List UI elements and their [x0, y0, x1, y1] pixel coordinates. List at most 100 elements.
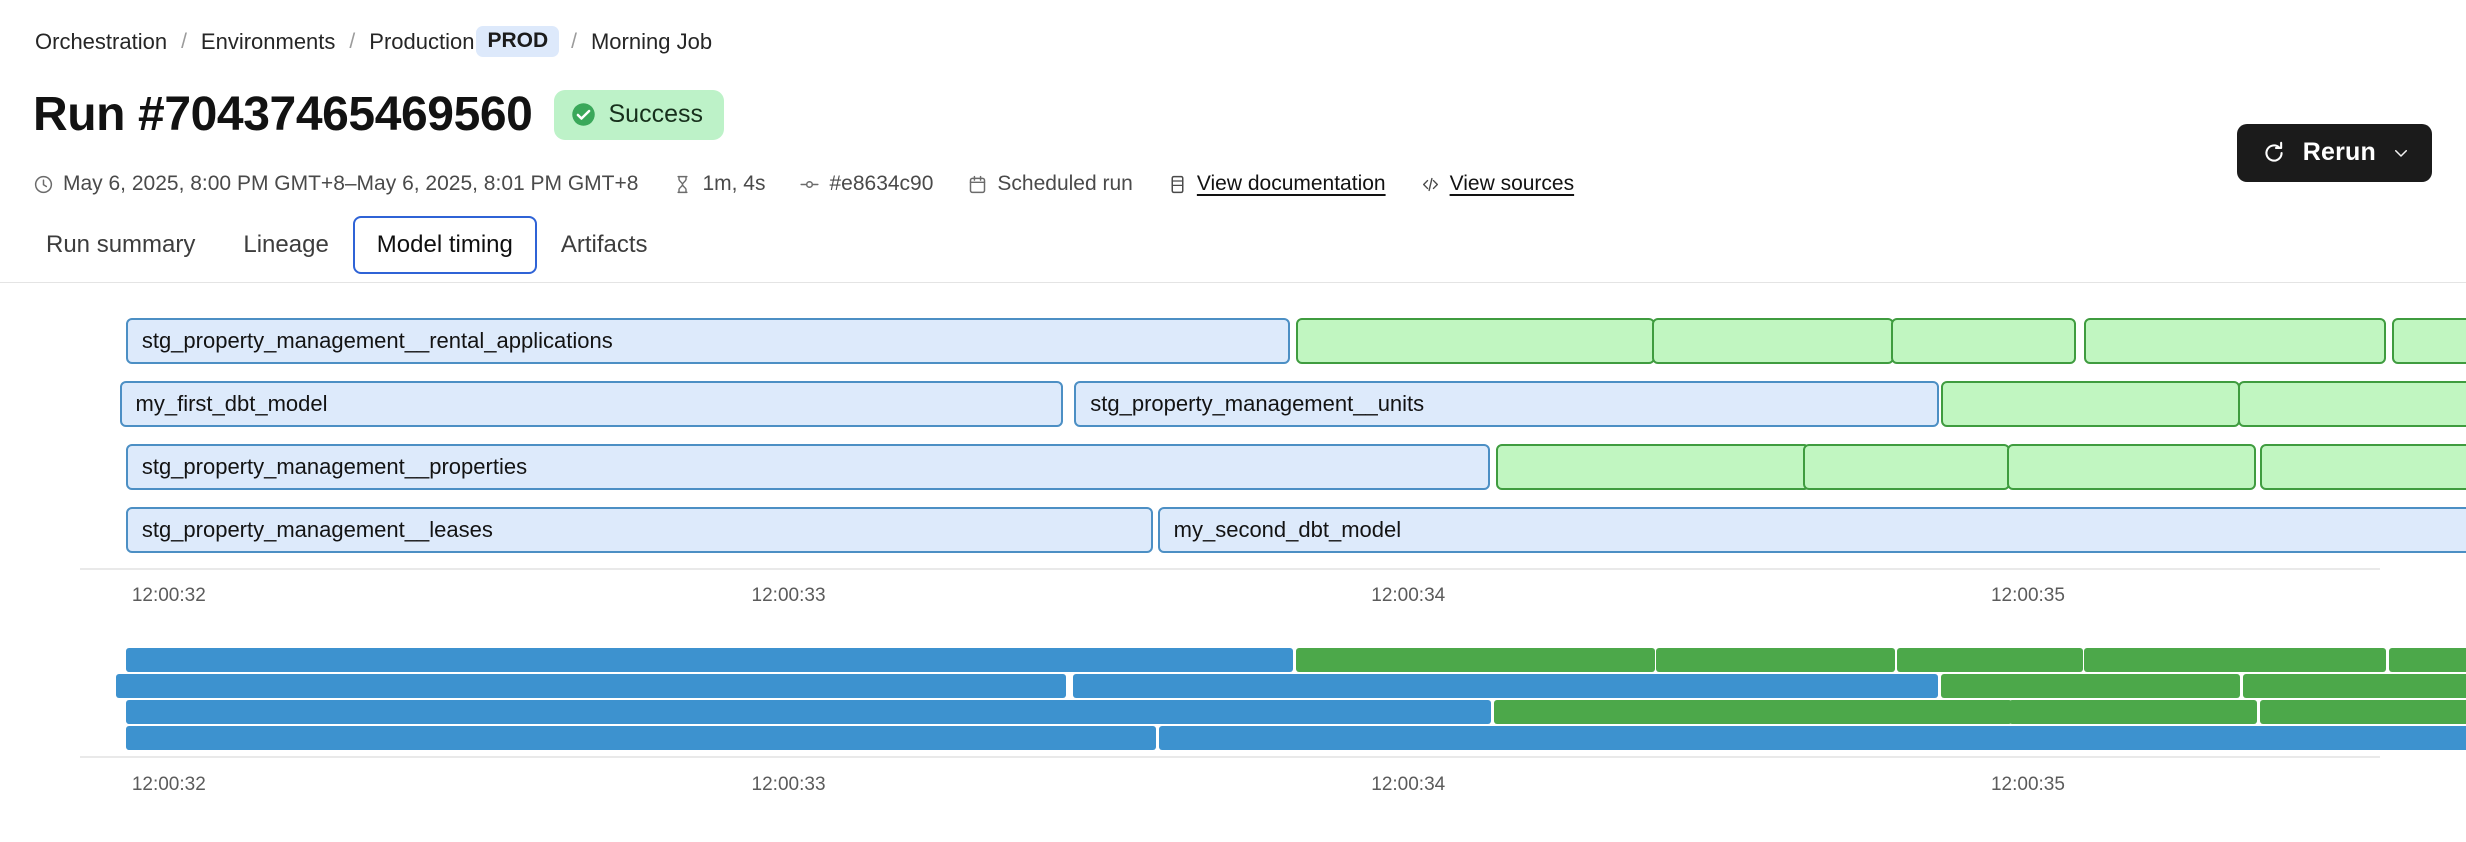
gantt-bar-test[interactable]	[2084, 318, 2387, 364]
meta-duration: 1m, 4s	[672, 172, 765, 196]
commit-icon	[800, 180, 820, 188]
status-badge-label: Success	[608, 100, 703, 128]
meta-time-range-label: May 6, 2025, 8:00 PM GMT+8–May 6, 2025, …	[63, 172, 639, 195]
meta-commit-label: #e8634c90	[829, 172, 934, 195]
minimap-bar[interactable]	[1656, 648, 1896, 672]
gantt-bar-stg_property_management__units[interactable]: stg_property_management__units	[1074, 381, 1940, 427]
gantt-row: stg_property_management__propertiesfct_l…	[0, 444, 2466, 490]
gantt-bar-stg_property_management__rental_applications[interactable]: stg_property_management__rental_applicat…	[125, 318, 1290, 364]
breadcrumb-separator: /	[571, 29, 577, 53]
minimap-bar[interactable]	[125, 726, 1157, 750]
gantt-bar-label: stg_property_management__rental_applicat…	[141, 328, 613, 353]
minimap-bar[interactable]	[2008, 700, 2258, 724]
axis-tick-label: 12:00:34	[1371, 774, 1446, 795]
code-icon	[1422, 177, 1438, 191]
axis-tick-label: 12:00:32	[131, 774, 206, 795]
minimap-row	[0, 674, 2466, 698]
meta-docs[interactable]: View documentation	[1167, 172, 1386, 196]
tab-bar: Run summary Lineage Model timing Artifac…	[22, 216, 672, 274]
minimap-bar[interactable]	[1940, 674, 2240, 698]
gantt-row: stg_property_management__rental_applicat…	[0, 318, 2466, 364]
gantt-bar-label: stg_property_management__properties	[141, 454, 528, 479]
check-circle-icon	[572, 103, 596, 126]
gantt-bar-test[interactable]	[2260, 444, 2466, 490]
gantt-chart[interactable]: stg_property_management__rental_applicat…	[0, 318, 2466, 588]
minimap-bar[interactable]	[1296, 648, 1655, 672]
gantt-bar-test[interactable]	[1651, 318, 1894, 364]
gantt-bar-test[interactable]	[1802, 444, 2011, 490]
refresh-icon	[2265, 141, 2283, 162]
minimap-bar[interactable]	[1159, 726, 2466, 750]
book-icon	[1171, 175, 1184, 193]
meta-duration-label: 1m, 4s	[702, 172, 766, 195]
gantt-bar-my_second_dbt_model[interactable]: my_second_dbt_model	[1157, 507, 2466, 553]
clock-icon	[34, 175, 53, 193]
minimap-row	[0, 700, 2466, 724]
gantt-bar-label: stg_property_management__units	[1090, 391, 1425, 416]
breadcrumb-chip-prod[interactable]: PROD	[476, 26, 560, 57]
minimap-bar[interactable]	[2389, 648, 2466, 672]
rerun-button[interactable]: Rerun	[2236, 124, 2432, 182]
hourglass-icon	[677, 175, 689, 193]
gantt-bar-test[interactable]	[1890, 318, 2077, 364]
meta-trigger-label: Scheduled run	[997, 172, 1133, 195]
minimap-bar[interactable]	[1494, 700, 1809, 724]
gantt-bar-label: my_first_dbt_model	[135, 391, 328, 416]
minimap-bar[interactable]	[2084, 648, 2387, 672]
gantt-bar-label: my_second_dbt_model	[1173, 517, 1402, 542]
minimap-bar[interactable]	[1072, 674, 1938, 698]
calendar-icon	[970, 175, 986, 193]
page-title: Run #70437465469560	[33, 88, 533, 141]
gantt-bar-test[interactable]	[1296, 318, 1655, 364]
minimap-row	[0, 726, 2466, 750]
gantt-bar-label: stg_property_management__leases	[141, 517, 493, 542]
minimap-bar[interactable]	[125, 700, 1492, 724]
minimap-bar[interactable]	[125, 648, 1293, 672]
status-badge: Success	[554, 90, 724, 140]
gantt-bar-test[interactable]	[2007, 444, 2256, 490]
axis-tick-label: 12:00:35	[1990, 774, 2065, 795]
tab-run-summary[interactable]: Run summary	[46, 231, 196, 258]
view-sources-link[interactable]: View sources	[1449, 172, 1575, 195]
axis-tick-label: 12:00:35	[1990, 585, 2065, 606]
tab-artifacts[interactable]: Artifacts	[560, 231, 648, 258]
minimap-bar[interactable]	[1896, 648, 2083, 672]
breadcrumb-separator: /	[349, 29, 356, 53]
gantt-bar-stg_property_management__properties[interactable]: stg_property_management__properties	[125, 444, 1490, 490]
breadcrumb-item-production[interactable]: Production	[369, 28, 475, 54]
tab-bar-divider	[0, 282, 2466, 283]
gantt-bar-test[interactable]	[2392, 318, 2466, 364]
rerun-button-label: Rerun	[2302, 138, 2376, 166]
gantt-row: my_first_dbt_model stg_property_managemen…	[0, 381, 2466, 427]
minimap-bar[interactable]	[116, 674, 1067, 698]
chevron-down-icon[interactable]	[2392, 144, 2410, 162]
minimap-axis-line	[80, 756, 2380, 758]
gantt-bar-test[interactable]	[2238, 381, 2466, 427]
gantt-bar-test[interactable]	[1940, 381, 2240, 427]
minimap-bar[interactable]	[1802, 700, 2012, 724]
gantt-bar-test[interactable]	[1495, 444, 1811, 490]
minimap-bar[interactable]	[2242, 674, 2466, 698]
view-documentation-link[interactable]: View documentation	[1196, 172, 1386, 195]
breadcrumb-separator: /	[181, 29, 187, 53]
axis-tick-label: 12:00:33	[751, 774, 826, 795]
axis-tick-label: 12:00:33	[751, 585, 826, 606]
minimap-bar[interactable]	[2260, 700, 2466, 724]
meta-sources[interactable]: View sources	[1420, 172, 1575, 196]
breadcrumb-item-morning-job[interactable]: Morning Job	[590, 28, 713, 54]
gantt-axis-ticks: 12:00:32 12:00:33 12:00:34 12:00:35	[0, 585, 2466, 609]
gantt-bar-stg_property_management__leases[interactable]: stg_property_management__leases	[125, 507, 1153, 553]
gantt-bar-my_first_dbt_model[interactable]: my_first_dbt_model	[119, 381, 1064, 427]
axis-tick-label: 12:00:34	[1371, 585, 1446, 606]
meta-trigger: Scheduled run	[967, 172, 1133, 196]
title-row: Run #70437465469560 Success	[33, 90, 724, 140]
meta-time-range: May 6, 2025, 8:00 PM GMT+8–May 6, 2025, …	[33, 172, 638, 196]
breadcrumb-item-environments[interactable]: Environments	[200, 28, 336, 54]
gantt-minimap[interactable]	[0, 648, 2466, 758]
minimap-axis-ticks: 12:00:32 12:00:33 12:00:34 12:00:35	[0, 774, 2466, 798]
tab-model-timing[interactable]: Model timing	[352, 216, 537, 274]
axis-tick-label: 12:00:32	[131, 585, 206, 606]
breadcrumb-item-orchestration[interactable]: Orchestration	[35, 28, 168, 54]
tab-lineage[interactable]: Lineage	[243, 231, 329, 258]
model-timing-chart: stg_property_management__rental_applicat…	[0, 300, 2466, 840]
